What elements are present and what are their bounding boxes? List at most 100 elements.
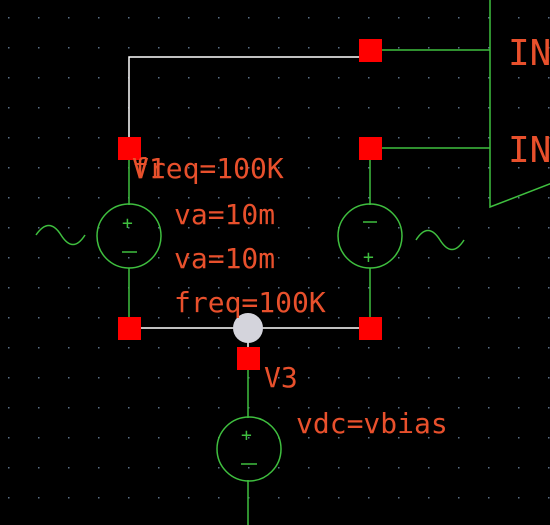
grid-dot	[308, 347, 310, 349]
grid-dot	[308, 47, 310, 49]
grid-dot	[188, 347, 190, 349]
grid-dot	[68, 47, 70, 49]
grid-dot	[428, 167, 430, 169]
grid-dot	[458, 197, 460, 199]
grid-dot	[308, 197, 310, 199]
grid-dot	[68, 407, 70, 409]
grid-dot	[278, 47, 280, 49]
grid-dot	[398, 47, 400, 49]
ac-voltage-source-icon	[35, 224, 86, 246]
grid-dot	[8, 197, 10, 199]
grid-dot	[278, 137, 280, 139]
grid-dot	[488, 47, 490, 49]
amplifier-symbol[interactable]	[489, 0, 550, 209]
grid-dot	[488, 77, 490, 79]
grid-dot	[458, 317, 460, 319]
grid-dot	[278, 257, 280, 259]
grid-dot	[188, 257, 190, 259]
grid-dot	[488, 437, 490, 439]
grid-dot	[8, 287, 10, 289]
grid-dot	[158, 497, 160, 499]
grid-dot	[518, 197, 520, 199]
grid-dot	[248, 17, 250, 19]
grid-dot	[308, 257, 310, 259]
grid-dot	[398, 227, 400, 229]
grid-dot	[218, 17, 220, 19]
grid-dot	[218, 167, 220, 169]
grid-dot	[338, 167, 340, 169]
grid-dot	[458, 107, 460, 109]
grid-dot	[368, 257, 370, 259]
grid-dot	[398, 257, 400, 259]
grid-dot	[338, 137, 340, 139]
grid-dot	[68, 77, 70, 79]
grid-dot	[158, 377, 160, 379]
grid-dot	[38, 17, 40, 19]
grid-dot	[248, 77, 250, 79]
grid-dot	[398, 497, 400, 499]
grid-dot	[518, 287, 520, 289]
grid-dot	[308, 437, 310, 439]
grid-dot	[398, 437, 400, 439]
grid-dot	[398, 77, 400, 79]
grid-dot	[398, 287, 400, 289]
wire-top-left[interactable]	[128, 56, 370, 148]
grid-dot	[488, 467, 490, 469]
grid-dot	[308, 317, 310, 319]
pin-v1-top[interactable]	[118, 137, 141, 160]
grid-dot	[158, 437, 160, 439]
grid-dot	[38, 437, 40, 439]
port-label-bottom: IN	[508, 130, 550, 171]
v3-name-label: V3	[264, 361, 298, 394]
grid-dot	[518, 257, 520, 259]
grid-dot	[188, 437, 190, 439]
grid-dot	[38, 77, 40, 79]
grid-dot	[518, 47, 520, 49]
pin-v2-top[interactable]	[359, 137, 382, 160]
pin-top-port[interactable]	[359, 39, 382, 62]
grid-dot	[158, 347, 160, 349]
port-label-top: IN	[508, 33, 550, 74]
wire-junction-dot[interactable]	[233, 313, 263, 343]
grid-dot	[488, 287, 490, 289]
grid-dot	[338, 257, 340, 259]
grid-dot	[278, 197, 280, 199]
grid-dot	[548, 167, 550, 169]
grid-dot	[158, 407, 160, 409]
grid-dot	[188, 317, 190, 319]
grid-dot	[8, 377, 10, 379]
grid-dot	[8, 347, 10, 349]
grid-dot	[428, 317, 430, 319]
grid-dot	[8, 137, 10, 139]
grid-dot	[368, 77, 370, 79]
grid-dot	[308, 407, 310, 409]
grid-dot	[8, 47, 10, 49]
grid-dot	[38, 467, 40, 469]
grid-dot	[68, 317, 70, 319]
pin-v2-bottom[interactable]	[359, 317, 382, 340]
grid-dot	[518, 107, 520, 109]
grid-dot	[488, 17, 490, 19]
grid-dot	[98, 167, 100, 169]
grid-dot	[398, 407, 400, 409]
grid-dot	[68, 107, 70, 109]
grid-dot	[398, 17, 400, 19]
pin-v3-top[interactable]	[237, 347, 260, 370]
grid-dot	[218, 287, 220, 289]
pin-v1-bottom[interactable]	[118, 317, 141, 340]
grid-dot	[128, 497, 130, 499]
grid-dot	[338, 317, 340, 319]
grid-dot	[8, 167, 10, 169]
grid-dot	[368, 167, 370, 169]
grid-dot	[548, 107, 550, 109]
grid-dot	[518, 137, 520, 139]
grid-dot	[68, 437, 70, 439]
grid-dot	[548, 257, 550, 259]
grid-dot	[218, 407, 220, 409]
grid-dot	[38, 257, 40, 259]
grid-dot	[278, 317, 280, 319]
grid-dot	[38, 167, 40, 169]
grid-dot	[98, 17, 100, 19]
grid-dot	[38, 47, 40, 49]
